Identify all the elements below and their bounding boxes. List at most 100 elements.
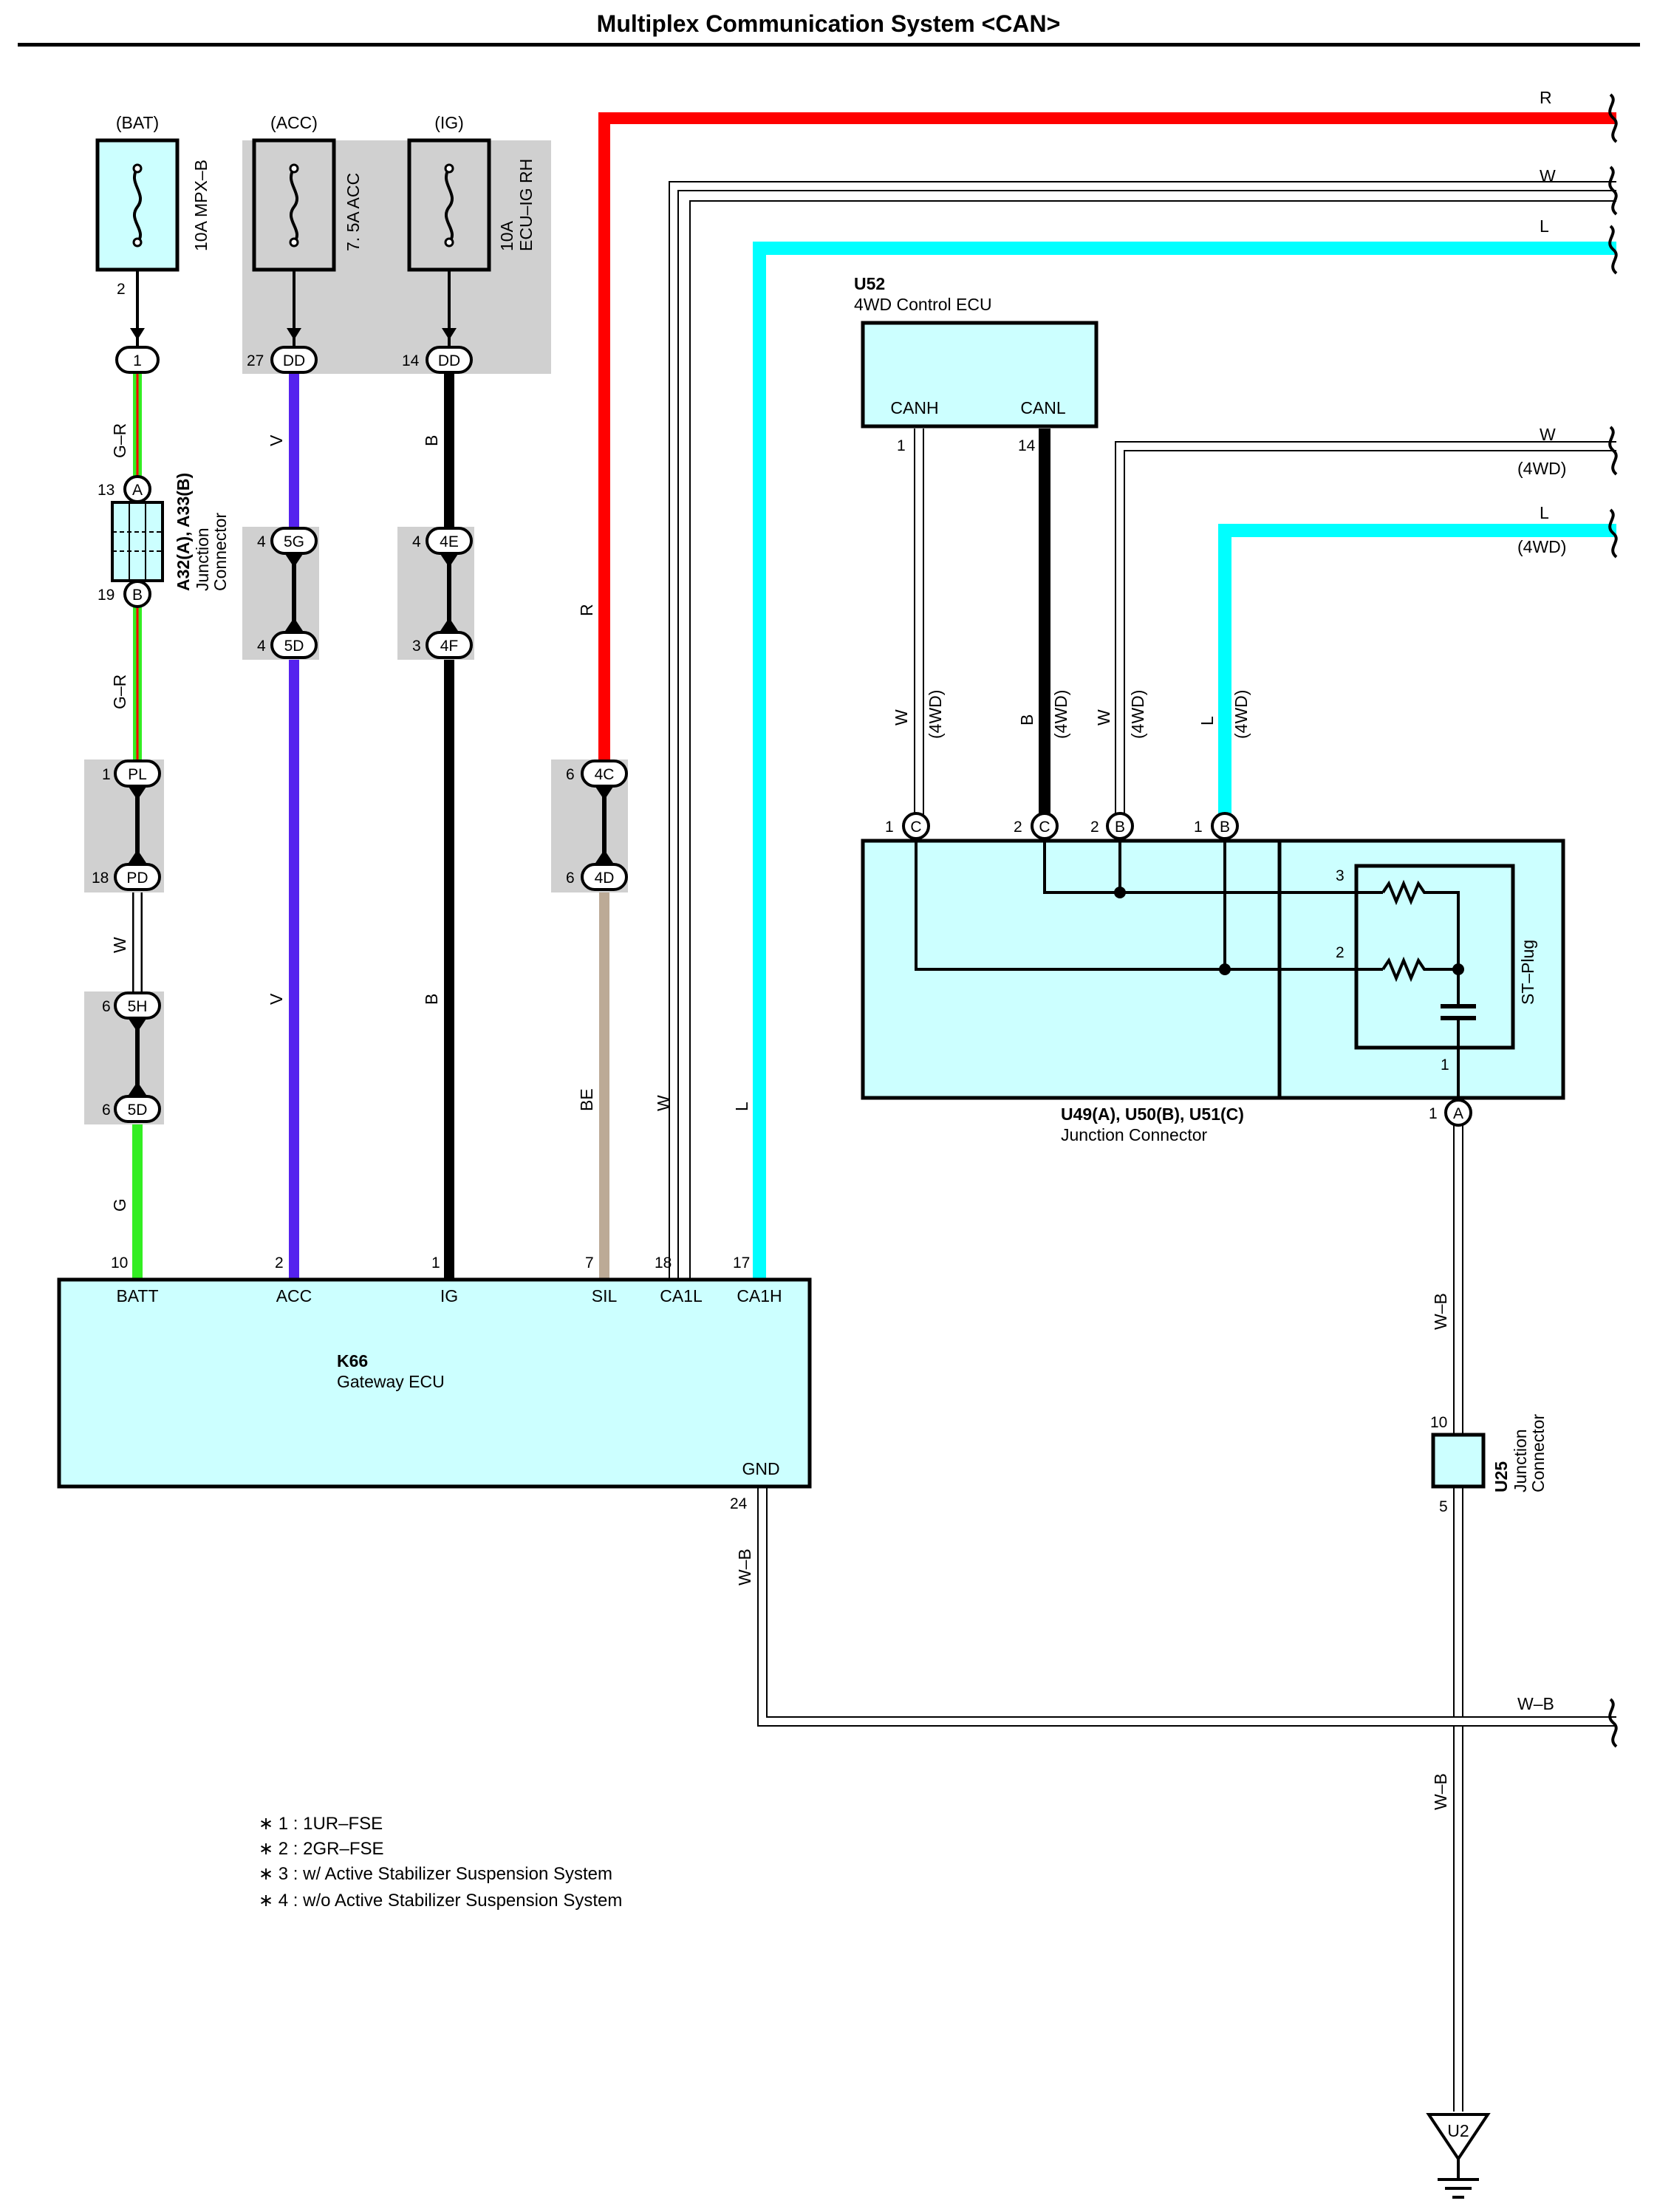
connector-5d-label: 5D — [284, 638, 304, 655]
connector-4c — [581, 759, 628, 788]
pin-k66-18: 18 — [655, 1255, 672, 1271]
wire-label-l-ca: L — [732, 1102, 751, 1111]
wire-label-gr-1: G–R — [110, 423, 129, 458]
wire-label-u-l: L — [1198, 716, 1217, 726]
u52-name: 4WD Control ECU — [854, 295, 992, 314]
fuse-bat — [95, 138, 180, 272]
u25-junction-connector — [1431, 1433, 1486, 1489]
pin-4-5g: 4 — [257, 533, 266, 550]
pin-k66-24: 24 — [730, 1495, 748, 1512]
pin-6-4c: 6 — [566, 766, 575, 783]
st-plug-label: ST–Plug — [1518, 940, 1537, 1005]
wire-label-wb-2: W–B — [735, 1549, 754, 1585]
junction-ids: U49(A), U50(B), U51(C) — [1061, 1105, 1244, 1124]
pin-1-pl: 1 — [102, 766, 111, 783]
k66-id: K66 — [337, 1351, 368, 1370]
wire-r — [598, 112, 1616, 759]
u52-canl: CANL — [1020, 398, 1066, 417]
connector-4d — [581, 863, 628, 891]
ground-symbol — [1426, 2113, 1491, 2199]
pin-j1c: 1 — [885, 819, 894, 836]
fuse-ig — [407, 138, 491, 272]
u25-line1: Junction — [1511, 1429, 1530, 1492]
connector-u49-a1-label: A — [1453, 1105, 1463, 1122]
connector-bat-1 — [115, 346, 160, 374]
wire-w-4wd — [1115, 441, 1616, 820]
wire-label-u-b: B — [1017, 714, 1036, 726]
a32-junction-word: Junction — [193, 528, 212, 591]
connector-u50-b1 — [1211, 812, 1239, 840]
connector-u51-c2-label: C — [1039, 819, 1050, 836]
wire-label-fwd-4: (4WD) — [1231, 690, 1251, 739]
source-bat: (BAT) — [116, 113, 159, 132]
connector-dd-ig-label: DD — [438, 352, 460, 369]
wire-label-b-1: B — [422, 435, 441, 446]
junction-name: Junction Connector — [1061, 1125, 1208, 1144]
junction-connector-a32 — [111, 501, 164, 582]
k66-pin-batt: BATT — [116, 1286, 158, 1305]
connector-a-label: A — [132, 482, 143, 499]
page-title: Multiplex Communication System <CAN> — [596, 10, 1061, 37]
connector-dd-ig — [426, 346, 473, 374]
pin-u25-5: 5 — [1439, 1498, 1448, 1515]
wire-label-fwd-2: (4WD) — [1051, 690, 1070, 739]
pin-4-5d: 4 — [257, 638, 266, 655]
connector-pl — [114, 759, 161, 788]
k66-gateway-ecu — [57, 1277, 812, 1489]
ground-label: U2 — [1447, 2121, 1469, 2140]
pin-14: 14 — [402, 352, 420, 369]
wire-label-wb-1: W–B — [1431, 1293, 1450, 1330]
wire-label-gr-2: G–R — [110, 675, 129, 709]
u25-id: U25 — [1492, 1461, 1511, 1492]
wire-label-u-w: W — [892, 709, 911, 726]
k66-pin-acc: ACC — [276, 1286, 312, 1305]
connector-dd-acc — [270, 346, 318, 374]
fuse-acc-label: 7. 5A ACC — [344, 173, 363, 251]
u52-canh: CANH — [890, 398, 938, 417]
fuse-ig-amp: 10A — [497, 220, 516, 251]
connector-u51-c1-label: C — [910, 819, 921, 836]
pin-13: 13 — [98, 482, 115, 499]
wire-label-w-4wd: W — [1540, 425, 1556, 444]
wire-wb-gnd — [757, 1485, 1616, 1727]
connector-4c-label: 4C — [595, 766, 615, 783]
connector-u49-a1 — [1444, 1099, 1472, 1127]
connector-dd-acc-label: DD — [283, 352, 305, 369]
wire-label-w: W — [110, 937, 129, 953]
connector-5g-label: 5G — [284, 533, 304, 550]
wire-label-w-right: W — [1540, 166, 1556, 185]
wire-label-l-right: L — [1540, 216, 1549, 236]
wire-label-r-vert: R — [577, 604, 596, 616]
wire-label-l-4wd: L — [1540, 503, 1549, 522]
wire-label-be: BE — [577, 1088, 596, 1111]
connector-b-label: B — [132, 587, 143, 604]
connector-5h — [114, 991, 161, 1020]
connector-5g — [270, 527, 318, 555]
note-3: ∗ 3 : w/ Active Stabilizer Suspension Sy… — [259, 1864, 612, 1884]
wire-label-wb-4: W–B — [1431, 1773, 1450, 1810]
pin-j2c: 2 — [1014, 819, 1022, 836]
wire-l-4wd — [1218, 524, 1616, 820]
connector-5d-2-label: 5D — [128, 1102, 148, 1119]
pin-k66-10: 10 — [111, 1255, 128, 1271]
fuse-ig-name: ECU–IG RH — [516, 159, 536, 251]
note-1: ∗ 1 : 1UR–FSE — [259, 1814, 383, 1834]
wire-label-r-right: R — [1540, 88, 1552, 107]
connector-5d-2 — [114, 1095, 161, 1123]
fuse-acc — [252, 138, 336, 272]
u25-line2: Connector — [1528, 1414, 1548, 1492]
connector-pd — [114, 863, 161, 891]
pin-3-4f: 3 — [412, 638, 421, 655]
pin-2-bat: 2 — [117, 281, 126, 298]
pin-6-4d: 6 — [566, 870, 575, 887]
u52-4wd-control-ecu — [861, 321, 1099, 429]
u52-id: U52 — [854, 274, 885, 293]
note-2: ∗ 2 : 2GR–FSE — [259, 1839, 384, 1859]
pin-u25-10: 10 — [1430, 1414, 1447, 1431]
pin-j1b: 1 — [1194, 819, 1203, 836]
connector-u51-c2 — [1031, 812, 1059, 840]
connector-pd-label: PD — [126, 870, 148, 887]
note-4: ∗ 4 : w/o Active Stabilizer Suspension S… — [259, 1891, 622, 1911]
wire-label-4wd-b: (4WD) — [1517, 537, 1566, 556]
